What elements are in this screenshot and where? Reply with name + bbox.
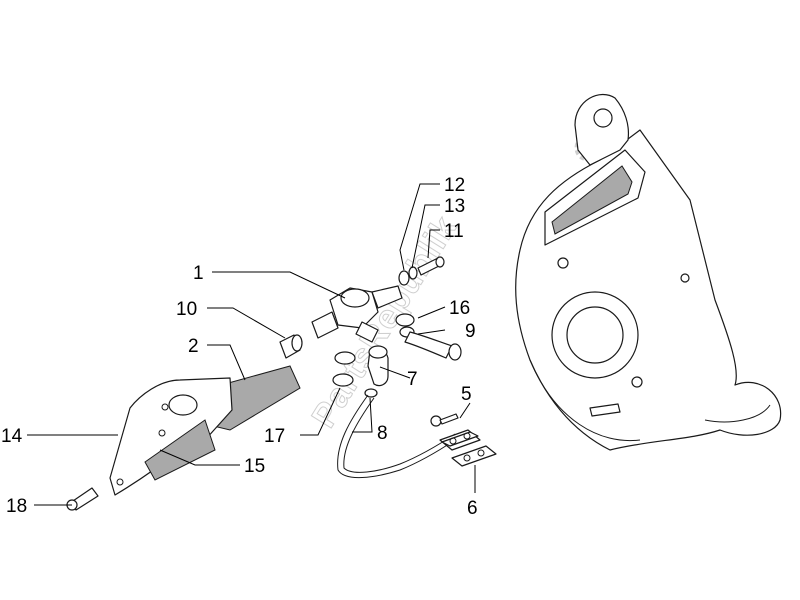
callout-1: 1 [193,263,204,284]
engine-crankcase-cover [515,93,782,451]
secondary-air-valve [311,285,403,343]
callout-17: 17 [264,426,285,447]
callout-13: 13 [444,196,465,217]
spacer [279,334,303,359]
callout-12: 12 [444,175,465,196]
bolt-washer-assembly [398,256,445,286]
callout-6: 6 [467,498,478,519]
callout-10: 10 [176,299,197,320]
heat-shield-cover [66,365,301,511]
callout-2: 2 [188,336,199,357]
air-pipe [337,394,456,479]
callout-18: 18 [6,496,27,517]
callout-8: 8 [377,423,388,444]
callout-11: 11 [444,221,464,242]
callout-16: 16 [449,298,470,319]
clamp-and-hose [395,313,462,361]
callout-9: 9 [465,321,476,342]
leader-lines [27,183,476,506]
callout-14: 14 [1,426,23,447]
callout-7: 7 [407,369,418,390]
callouts: 1 2 10 14 15 18 12 13 11 16 9 7 17 8 5 6 [1,175,478,519]
callout-15: 15 [244,456,265,477]
callout-5: 5 [461,384,472,405]
flange-and-gasket [430,413,497,467]
elbow-hose [332,345,389,398]
